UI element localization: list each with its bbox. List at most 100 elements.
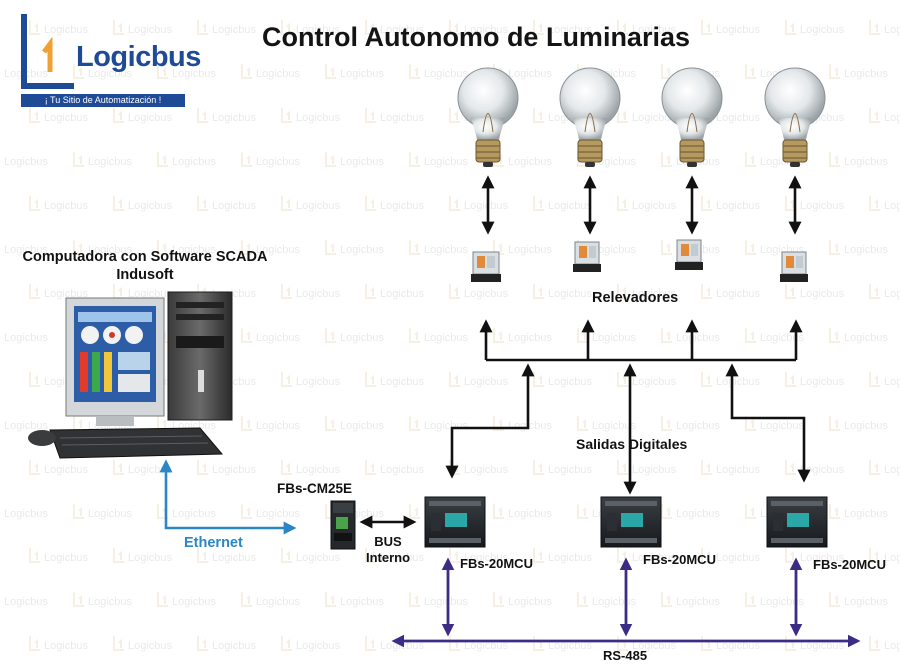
svg-text:Logicbus: Logicbus (844, 332, 889, 344)
watermark-logo: Logicbus (113, 548, 173, 564)
svg-text:Logicbus: Logicbus (128, 112, 173, 124)
svg-text:Logicbus: Logicbus (424, 68, 469, 80)
watermark-logo: Logicbus (157, 64, 217, 80)
gateway-module (330, 500, 356, 550)
svg-text:Logicbus: Logicbus (256, 332, 301, 344)
svg-text:Logicbus: Logicbus (716, 552, 761, 564)
watermark-logo: Logicbus (73, 504, 133, 520)
plc-module (424, 496, 486, 548)
watermark-logo: Logicbus (409, 592, 469, 608)
light-bulb-icon (559, 67, 621, 167)
svg-text:Logicbus: Logicbus (760, 596, 805, 608)
watermark-logo: Logicbus (241, 240, 301, 256)
watermark-logo: Logicbus (449, 548, 509, 564)
svg-text:Logicbus: Logicbus (676, 508, 721, 520)
watermark-logo: Logicbus (617, 20, 677, 36)
svg-text:Logicbus: Logicbus (592, 244, 637, 256)
svg-text:Logicbus: Logicbus (884, 376, 900, 388)
watermark-logo: Logicbus (409, 152, 469, 168)
watermark-logo: Logicbus (449, 636, 509, 652)
svg-text:Logicbus: Logicbus (508, 508, 553, 520)
svg-text:Logicbus: Logicbus (340, 596, 385, 608)
watermark-logo: Logicbus (325, 240, 385, 256)
watermark-logo: Logicbus (365, 108, 425, 124)
diagram-title: Control Autonomo de Luminarias (262, 22, 690, 52)
watermark-logo: Logicbus (197, 548, 257, 564)
watermark-logo: Logicbus (325, 152, 385, 168)
watermark-logo: Logicbus (281, 20, 341, 36)
logo-mark-icon (21, 14, 74, 89)
svg-text:Logicbus: Logicbus (296, 112, 341, 124)
watermark-logo: Logicbus (745, 328, 805, 344)
digital-outputs-label: Salidas Digitales (576, 436, 688, 452)
svg-text:Logicbus: Logicbus (508, 596, 553, 608)
watermark-logo: Logicbus (73, 240, 133, 256)
svg-text:Logicbus: Logicbus (632, 552, 677, 564)
watermark-logo: Logicbus (281, 460, 341, 476)
svg-text:Logicbus: Logicbus (548, 376, 593, 388)
svg-text:Logicbus: Logicbus (844, 244, 889, 256)
watermark-logo: Logicbus (113, 636, 173, 652)
svg-text:Logicbus: Logicbus (380, 288, 425, 300)
watermark-logo: Logicbus (449, 20, 509, 36)
controller-label-3: FBs-20MCU (813, 557, 886, 572)
svg-text:Logicbus: Logicbus (592, 596, 637, 608)
watermark-logo: Logicbus (577, 328, 637, 344)
watermark-logo: Logicbus (617, 284, 677, 300)
svg-text:Logicbus: Logicbus (380, 376, 425, 388)
svg-text:Logicbus: Logicbus (716, 376, 761, 388)
watermark-logo: Logicbus (281, 196, 341, 212)
svg-text:Logicbus: Logicbus (44, 552, 89, 564)
svg-text:Logicbus: Logicbus (800, 24, 845, 36)
svg-text:Logicbus: Logicbus (464, 24, 509, 36)
watermark-logo: Logicbus (29, 548, 89, 564)
svg-text:Logicbus: Logicbus (296, 464, 341, 476)
svg-text:Logicbus: Logicbus (424, 332, 469, 344)
watermark-logo: Logicbus (281, 108, 341, 124)
digital-output-network (445, 319, 811, 495)
watermark-logo: Logicbus (197, 20, 257, 36)
monitor-stand (96, 416, 134, 426)
svg-text:Logicbus: Logicbus (676, 596, 721, 608)
svg-text:Logicbus: Logicbus (760, 420, 805, 432)
plc1-output-line (445, 363, 535, 479)
svg-text:Logicbus: Logicbus (632, 376, 677, 388)
watermark-logo: Logicbus (661, 592, 721, 608)
watermark-logo: Logicbus (409, 64, 469, 80)
watermark-logo: Logicbus (661, 328, 721, 344)
watermark-logo: Logicbus (829, 152, 889, 168)
svg-text:Logicbus: Logicbus (716, 112, 761, 124)
watermark-logo: Logicbus (4, 244, 49, 256)
watermark-logo: Logicbus (493, 504, 553, 520)
watermark-logo: Logicbus (29, 284, 89, 300)
svg-text:Logicbus: Logicbus (844, 156, 889, 168)
svg-text:Logicbus: Logicbus (884, 200, 900, 212)
watermark-logo: Logicbus (29, 460, 89, 476)
watermark-logo: Logicbus (4, 420, 49, 432)
svg-text:Logicbus: Logicbus (340, 244, 385, 256)
svg-text:Logicbus: Logicbus (4, 508, 49, 520)
watermark-logo: Logicbus (325, 592, 385, 608)
watermark-logo: Logicbus (29, 20, 89, 36)
svg-text:Logicbus: Logicbus (424, 244, 469, 256)
svg-text:Logicbus: Logicbus (172, 156, 217, 168)
watermark-logo: Logicbus (113, 20, 173, 36)
watermark-logo: Logicbus (869, 20, 900, 36)
logo-wordmark: Logicbus (76, 41, 201, 73)
watermark-logo: Logicbus (785, 636, 845, 652)
computer-caption: Computadora con Software SCADA Indusoft (22, 249, 268, 283)
svg-text:Logicbus: Logicbus (4, 156, 49, 168)
bulb-relay-arrows (481, 175, 802, 235)
watermark-logo: Logicbus (701, 196, 761, 212)
svg-text:Logicbus: Logicbus (800, 200, 845, 212)
watermark-logo: Logicbus (73, 152, 133, 168)
watermark-logo: Logicbus (449, 460, 509, 476)
svg-text:Logicbus: Logicbus (548, 288, 593, 300)
light-bulbs (457, 67, 826, 167)
svg-text:Logicbus: Logicbus (172, 596, 217, 608)
scada-computer (28, 291, 233, 459)
watermark-logo: Logicbus (493, 240, 553, 256)
watermark-logo: Logicbus (241, 592, 301, 608)
svg-text:Logicbus: Logicbus (212, 464, 257, 476)
watermark-logo: Logicbus (113, 460, 173, 476)
